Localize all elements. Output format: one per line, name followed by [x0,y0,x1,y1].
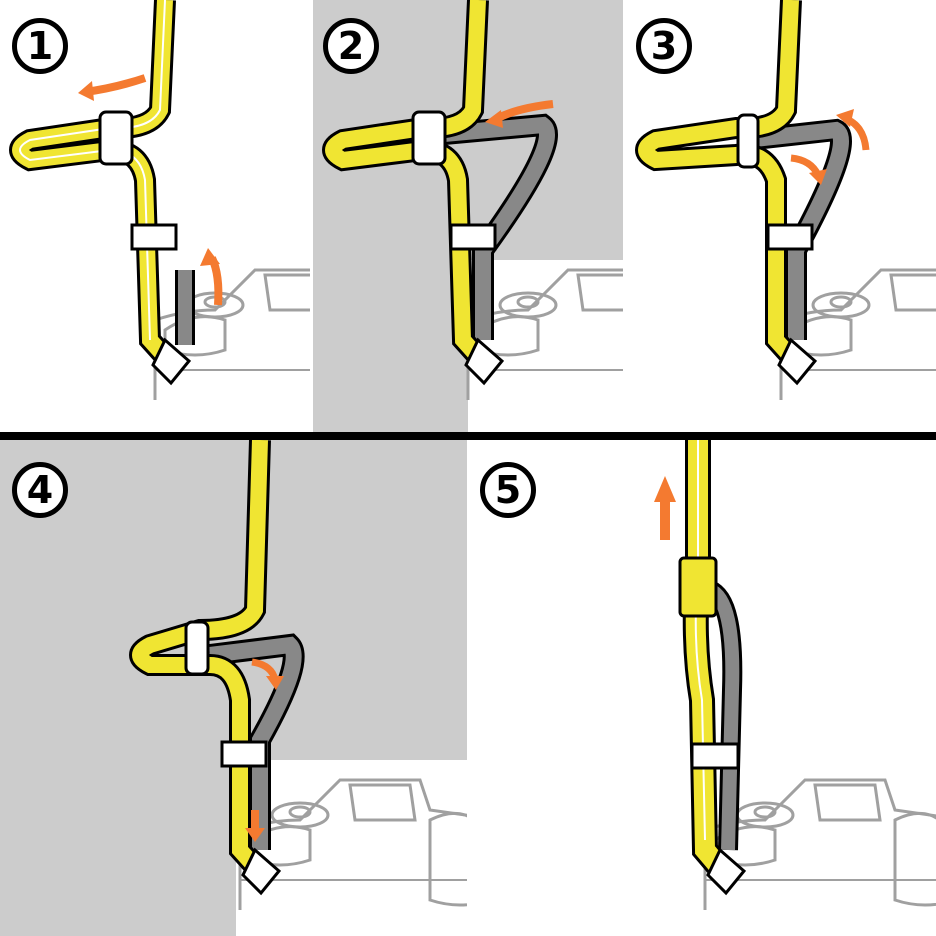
step-3-illustration [635,0,936,402]
step-1-panel: 1 [0,0,310,432]
step-number-5: 5 [480,462,536,518]
step-3-panel: 3 [626,0,936,432]
step-5-panel: 5 [470,440,936,936]
step-2-illustration [322,0,623,432]
step-number-3: 3 [636,18,692,74]
step-5-illustration [654,440,936,912]
step-number-1: 1 [12,18,68,74]
step-4-illustration [129,440,467,936]
row-divider [0,432,936,440]
step-number-4: 4 [12,462,68,518]
step-2-panel: 2 [313,0,623,432]
step-4-panel: 4 [0,440,467,936]
step-number-2: 2 [323,18,379,74]
step-1-illustration [9,0,310,402]
